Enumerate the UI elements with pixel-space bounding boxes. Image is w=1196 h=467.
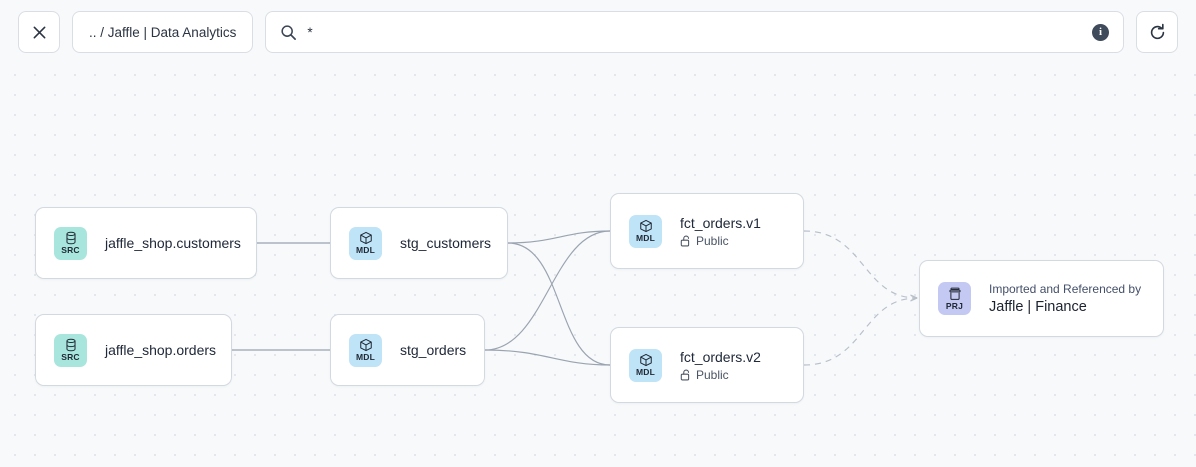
badge-label: MDL [635,367,655,377]
badge-label: MDL [355,352,375,362]
breadcrumb-label: .. / Jaffle | Data Analytics [89,24,237,40]
node-title: fct_orders.v1 [680,214,761,231]
cube-icon [639,219,652,233]
node-visibility: Public [680,234,761,248]
node-title: stg_customers [400,235,492,251]
node-text: fct_orders.v2 Public [680,349,761,382]
visibility-label: Public [696,233,729,248]
source-badge: SRC [54,333,87,367]
info-icon[interactable]: i [1092,23,1109,41]
search-value: * [307,24,314,40]
node-jaffle-shop-customers[interactable]: SRC jaffle_shop.customers [35,207,257,279]
project-badge: PRJ [938,282,971,315]
unlock-icon [680,369,690,380]
model-badge: MDL [349,333,382,367]
edge-v1-to-project [803,230,917,298]
node-text: fct_orders.v1 Public [680,215,761,248]
search-icon [281,24,297,40]
project-relation-label: Imported and Referenced by [989,282,1142,296]
database-icon [65,231,76,245]
node-jaffle-shop-orders[interactable]: SRC jaffle_shop.orders [35,314,232,386]
refresh-button[interactable] [1136,11,1178,53]
badge-label: PRJ [945,300,964,311]
node-text: Imported and Referenced by Jaffle | Fina… [989,282,1141,315]
badge-label: SRC [61,352,80,362]
top-toolbar: .. / Jaffle | Data Analytics * i [0,0,1196,64]
graph-canvas[interactable]: SRC jaffle_shop.customers SRC jaffle_sho… [0,64,1196,467]
cube-icon [359,231,372,245]
source-badge: SRC [54,226,87,260]
close-button[interactable] [18,11,60,53]
close-icon [33,26,45,38]
refresh-icon [1150,23,1164,39]
search-input[interactable]: * i [265,11,1124,53]
node-title: jaffle_shop.orders [105,342,217,358]
node-fct-orders-v1[interactable]: MDL fct_orders.v1 Public [610,193,804,269]
node-text: stg_customers [400,235,492,251]
model-badge: MDL [349,226,382,260]
node-stg-orders[interactable]: MDL stg_orders [330,314,485,386]
node-fct-orders-v2[interactable]: MDL fct_orders.v2 Public [610,327,804,403]
node-title: jaffle_shop.customers [105,235,241,251]
node-text: jaffle_shop.orders [105,342,217,358]
node-stg-customers[interactable]: MDL stg_customers [330,207,508,279]
node-visibility: Public [680,368,761,382]
badge-label: MDL [355,245,375,255]
badge-label: SRC [61,245,80,255]
node-jaffle-finance-project[interactable]: PRJ Imported and Referenced by Jaffle | … [919,260,1164,337]
edge-stgcustomers-to-v2 [507,242,611,366]
node-title: fct_orders.v2 [680,348,761,365]
breadcrumb[interactable]: .. / Jaffle | Data Analytics [72,11,254,53]
badge-label: MDL [635,233,655,243]
archive-box-icon [948,287,961,300]
node-title: stg_orders [400,342,467,358]
model-badge: MDL [629,214,662,248]
database-icon [65,338,76,352]
unlock-icon [680,235,690,246]
model-badge: MDL [629,348,662,382]
node-text: jaffle_shop.customers [105,235,241,251]
visibility-label: Public [696,367,729,382]
edge-stgorders-to-v2 [484,349,611,366]
project-name: Jaffle | Finance [989,299,1087,315]
node-text: stg_orders [400,342,466,358]
cube-icon [639,353,652,367]
edge-v2-to-project [803,298,917,366]
cube-icon [359,338,372,352]
edge-stgcustomers-to-v1 [507,230,611,244]
